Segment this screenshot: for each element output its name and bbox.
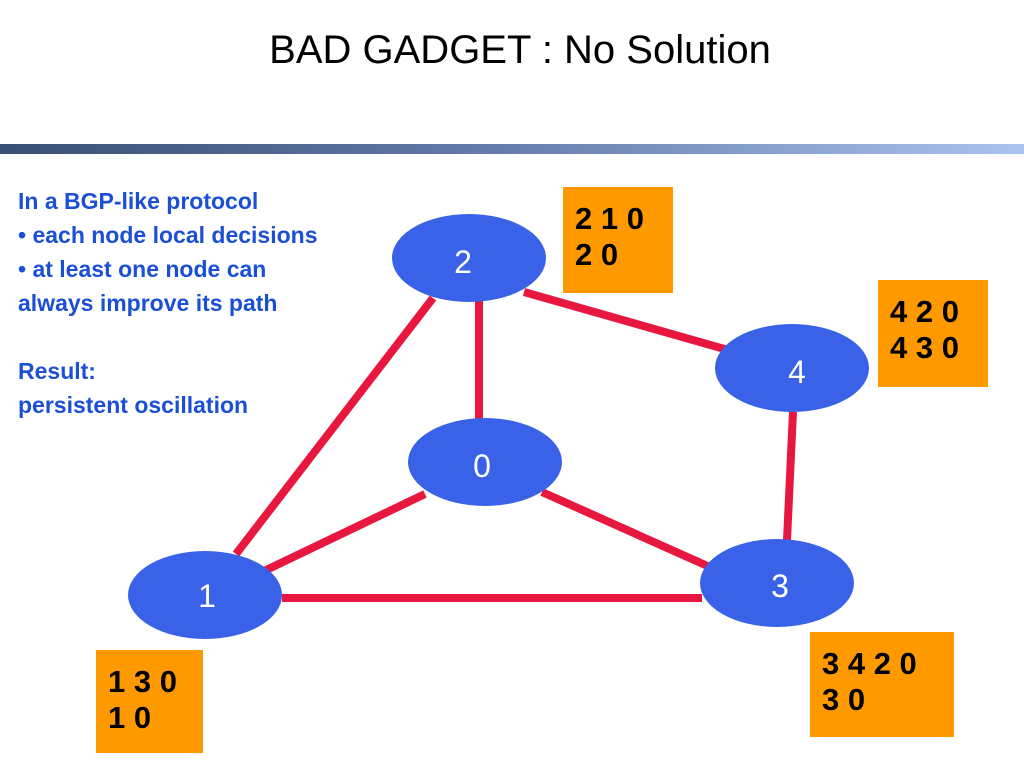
description-line: In a BGP-like protocol <box>18 188 259 214</box>
path-entry: 4 3 0 <box>890 330 959 365</box>
node-1-label: 1 <box>198 578 216 614</box>
edge-2-1 <box>232 295 437 557</box>
path-entry: 1 0 <box>108 700 152 735</box>
node-3-label: 3 <box>771 568 789 604</box>
path-entry: 2 0 <box>575 237 619 272</box>
title-divider <box>0 144 1024 154</box>
slide-title: BAD GADGET : No Solution <box>269 28 771 72</box>
edge-2-4 <box>522 288 730 354</box>
edge-0-1 <box>260 490 427 576</box>
edge-4-3 <box>783 411 797 541</box>
path-entry: 3 4 2 0 <box>822 646 917 681</box>
path-entry: 3 0 <box>822 682 866 717</box>
result-text: persistent oscillation <box>18 392 249 418</box>
node-3 <box>700 539 854 627</box>
path-entry: 4 2 0 <box>890 294 959 329</box>
node-2 <box>392 214 546 302</box>
path-box-node-4: 4 2 0 4 3 0 <box>878 280 988 387</box>
path-box-node-2: 2 1 0 2 0 <box>563 187 673 293</box>
edge-0-3 <box>540 488 714 572</box>
node-0 <box>408 418 562 506</box>
path-box-node-1: 1 3 0 1 0 <box>96 650 203 753</box>
path-entry: 1 3 0 <box>108 664 177 699</box>
path-box-node-3: 3 4 2 0 3 0 <box>810 632 954 737</box>
node-4-label: 4 <box>788 354 806 390</box>
result-label: Result: <box>18 358 96 384</box>
node-1 <box>128 551 282 639</box>
path-entry: 2 1 0 <box>575 201 644 236</box>
description-text: In a BGP-like protocol • each node local… <box>18 184 398 422</box>
node-0-label: 0 <box>473 448 491 484</box>
node-2-label: 2 <box>454 244 472 280</box>
node-4 <box>715 324 869 412</box>
description-bullet: • each node local decisions <box>18 222 318 248</box>
description-line: always improve its path <box>18 290 278 316</box>
description-bullet: • at least one node can <box>18 256 267 282</box>
